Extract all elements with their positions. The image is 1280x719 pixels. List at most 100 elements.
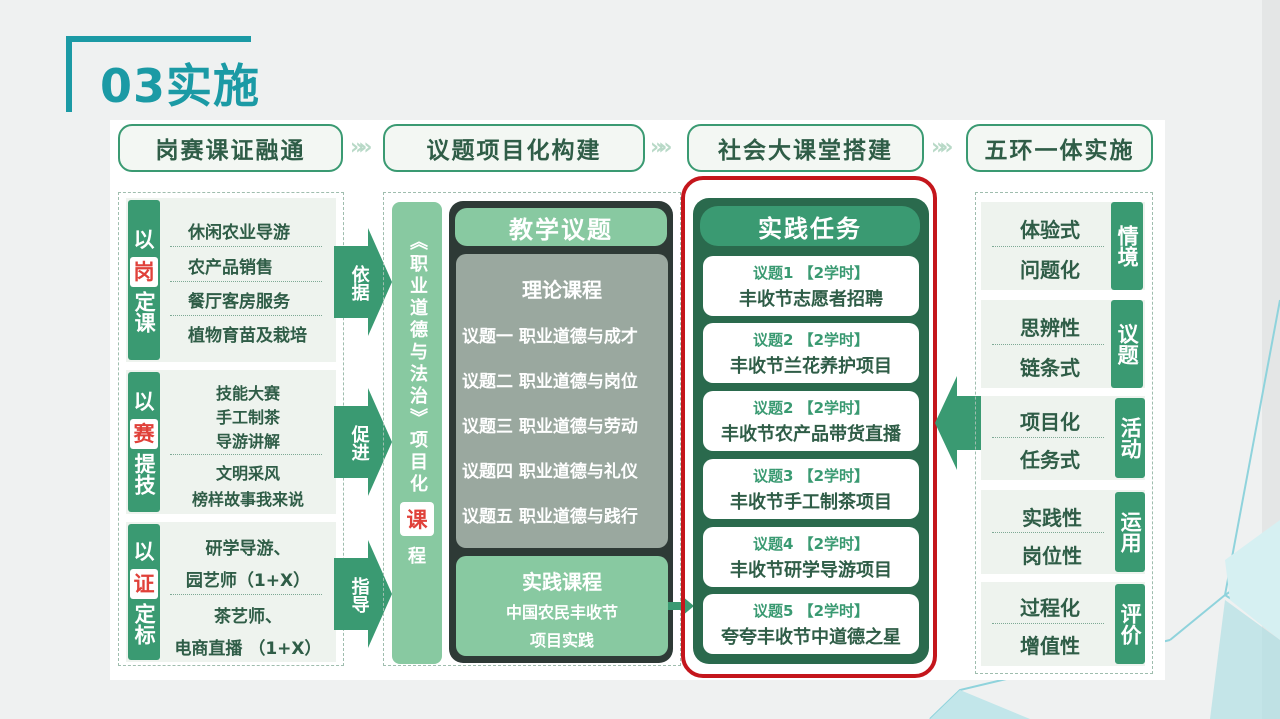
right-value: 过程化 [1020, 596, 1080, 620]
page-title: 03实施 [100, 59, 261, 113]
task-card: 议题1 【2学时】丰收节志愿者招聘 [703, 256, 919, 316]
right-column [975, 192, 1153, 674]
label-post: 以 岗 定课 [128, 200, 160, 360]
task-tag: 议题3 【2学时】 [752, 467, 870, 485]
header-five-rings: 五环一体实施 [966, 124, 1153, 172]
arrow-right-icon [334, 388, 392, 496]
theory-item: 议题二 职业道德与岗位 [462, 372, 638, 392]
divider [170, 281, 322, 282]
chevron-right-icon: »» [350, 135, 373, 160]
label-char: 以 [133, 227, 155, 252]
theory-item: 议题四 职业道德与礼仪 [462, 462, 638, 482]
arrow-right-icon [334, 228, 392, 336]
divider [170, 246, 322, 247]
task-name: 丰收节农产品带货直播 [721, 424, 901, 445]
right-tag-text: 情境 [1115, 225, 1140, 267]
course-column: 《职业道德与法治》项目化 课 程 [392, 202, 442, 664]
theory-title: 理论课程 [522, 278, 602, 302]
divider [992, 344, 1104, 345]
right-value: 链条式 [1020, 356, 1080, 380]
practice-box: 实践课程 中国农民丰收节 项目实践 [456, 556, 668, 656]
label-highlight: 岗 [130, 257, 158, 288]
list-item: 餐厅客房服务 [188, 292, 290, 312]
label-char: 定课 [132, 291, 157, 334]
chevron-right-icon: »» [650, 135, 673, 160]
right-tag: 评价 [1115, 584, 1145, 664]
arrow-label: 依据 [348, 265, 370, 301]
tasks-header: 实践任务 [700, 206, 920, 246]
course-highlight: 课 [400, 502, 434, 536]
right-tag-text: 运用 [1118, 511, 1143, 553]
arrow-left-icon [935, 376, 981, 470]
label-highlight: 证 [130, 569, 158, 600]
list-item: 休闲农业导游 [188, 223, 290, 243]
label-char: 提技 [132, 453, 157, 496]
task-tag: 议题4 【2学时】 [752, 535, 870, 553]
right-value: 实践性 [1022, 506, 1082, 530]
right-tag: 议题 [1111, 300, 1143, 388]
label-contest: 以 赛 提技 [128, 372, 160, 512]
right-value: 体验式 [1020, 218, 1080, 242]
task-card: 议题5 【2学时】夸夸丰收节中道德之星 [703, 594, 919, 654]
right-value: 增值性 [1020, 634, 1080, 658]
header-topic-projects: 议题项目化构建 [383, 124, 645, 172]
divider [992, 623, 1104, 624]
arrow-label: 指导 [348, 577, 370, 613]
list-item: 电商直播 （1+X） [174, 639, 322, 659]
list-item: 导游讲解 [215, 432, 280, 451]
list-item: 农产品销售 [188, 258, 273, 278]
course-title: 《职业道德与法治》项目化 [407, 232, 428, 496]
task-tag: 议题1 【2学时】 [752, 264, 870, 282]
task-tag: 议题2 【2学时】 [752, 399, 870, 417]
list-item: 研学导游、 [205, 539, 291, 559]
right-value: 任务式 [1020, 448, 1080, 472]
right-tag: 运用 [1115, 492, 1145, 572]
theory-item: 议题五 职业道德与践行 [462, 507, 638, 527]
practice-line: 中国农民丰收节 [505, 603, 618, 622]
practice-title: 实践课程 [522, 570, 602, 594]
label-highlight: 赛 [130, 419, 158, 450]
header-social-classroom: 社会大课堂搭建 [687, 124, 924, 172]
task-name: 丰收节手工制茶项目 [730, 492, 892, 513]
arrow-right-icon [334, 540, 392, 648]
divider [170, 454, 322, 455]
right-value: 问题化 [1020, 258, 1080, 282]
middle-column [383, 192, 681, 666]
chevron-right-icon: »» [931, 135, 954, 160]
label-char: 以 [133, 389, 155, 414]
course-char: 程 [408, 546, 426, 567]
task-name: 丰收节志愿者招聘 [739, 289, 883, 310]
divider [992, 246, 1104, 247]
list-item: 植物育苗及栽培 [188, 326, 307, 346]
list-item: 手工制茶 [215, 408, 280, 427]
list-item: 文明采风 [215, 464, 280, 483]
arrow-label: 促进 [348, 425, 370, 461]
divider [992, 437, 1104, 438]
left-group-post [126, 198, 336, 362]
label-char: 以 [133, 539, 155, 564]
topics-header: 教学议题 [455, 208, 667, 246]
task-name: 夸夸丰收节中道德之星 [721, 627, 901, 648]
practice-line: 项目实践 [529, 631, 594, 650]
divider [170, 315, 322, 316]
task-tag: 议题5 【2学时】 [752, 602, 870, 620]
label-char: 定标 [132, 603, 157, 646]
task-card: 议题2 【2学时】丰收节农产品带货直播 [703, 391, 919, 451]
list-item: 茶艺师、 [214, 607, 282, 627]
theory-item: 议题三 职业道德与劳动 [462, 417, 638, 437]
list-item: 榜样故事我来说 [191, 490, 304, 509]
right-value: 思辨性 [1020, 316, 1080, 340]
divider [170, 594, 322, 595]
list-item: 技能大赛 [215, 384, 280, 403]
right-value: 项目化 [1020, 410, 1080, 434]
task-card: 议题2 【2学时】丰收节兰花养护项目 [703, 323, 919, 383]
right-tag: 活动 [1115, 398, 1145, 478]
theory-item: 议题一 职业道德与成才 [462, 327, 638, 347]
tasks-highlight-frame [681, 176, 937, 678]
task-card: 议题4 【2学时】丰收节研学导游项目 [703, 527, 919, 587]
task-tag: 议题2 【2学时】 [752, 331, 870, 349]
right-tag-text: 评价 [1118, 603, 1143, 645]
right-tag-text: 议题 [1115, 323, 1140, 365]
divider [992, 532, 1104, 533]
